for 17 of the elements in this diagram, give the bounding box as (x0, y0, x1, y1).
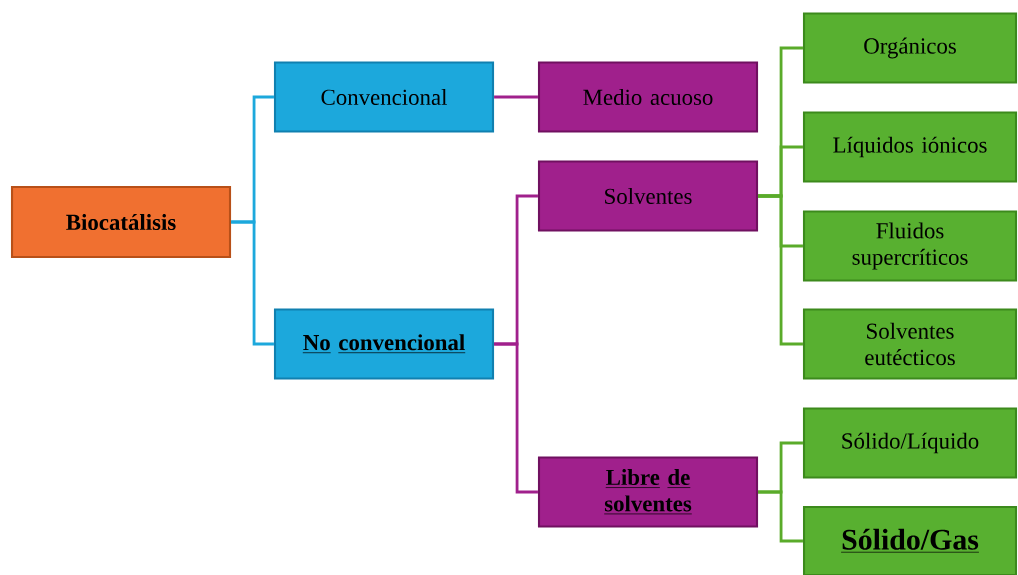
leaf-box: Líquidos iónicos (802, 111, 1018, 183)
leaf-box: Orgánicos (802, 12, 1018, 84)
medium-box: Medio acuoso (537, 61, 759, 133)
category-box: Convencional (273, 61, 495, 133)
leaf-box: Sólido/Líquido (802, 407, 1018, 479)
connector-line (758, 194, 803, 346)
connector-line (758, 490, 803, 543)
root-box: Biocatálisis (10, 185, 232, 259)
leaf-box: Fluidos supercríticos (802, 210, 1018, 282)
leaf-box: Sólido/Gas (802, 505, 1018, 575)
medium-box: Libre de solventes (537, 456, 759, 528)
category-box: No convencional (273, 308, 495, 380)
medium-box: Solventes (537, 160, 759, 232)
connector-line (231, 220, 274, 346)
leaf-box: Solventes eutécticos (802, 308, 1018, 380)
connector-line (494, 342, 538, 494)
connector-line (494, 95, 538, 99)
